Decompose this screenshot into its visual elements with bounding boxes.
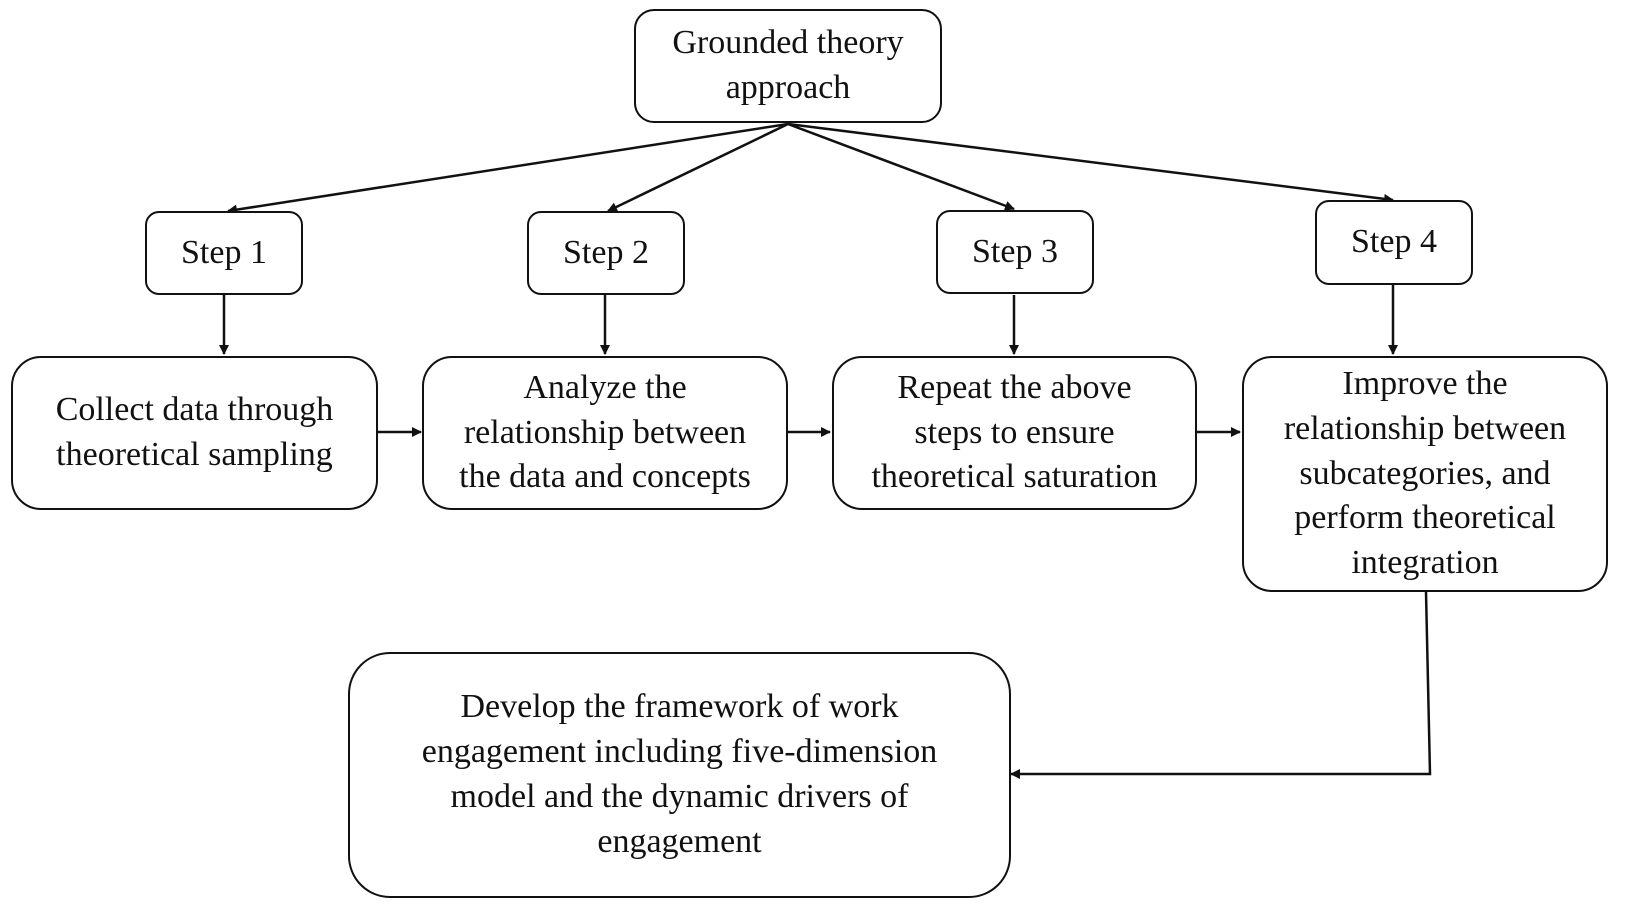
arrow-process4-final (1010, 591, 1432, 779)
process-2-node: Analyze the relationship between the dat… (422, 356, 788, 510)
final-node: Develop the framework of work engagement… (348, 652, 1011, 898)
step-1-node: Step 1 (145, 211, 303, 295)
root-label: Grounded theory approach (672, 24, 904, 106)
process-1-label: Collect data through theoretical samplin… (55, 391, 334, 473)
process-2-label: Analyze the relationship between the dat… (459, 368, 751, 496)
final-label: Develop the framework of work engagement… (421, 688, 938, 860)
arrow-root-step1 (227, 122, 789, 215)
process-3-label: Repeat the above steps to ensure theoret… (871, 368, 1158, 496)
step-2-node: Step 2 (527, 211, 685, 295)
process-3-node: Repeat the above steps to ensure theoret… (832, 356, 1197, 510)
step-3-node: Step 3 (936, 210, 1094, 294)
step-1-label: Step 1 (181, 233, 267, 271)
root-node: Grounded theory approach (634, 9, 942, 123)
step-4-label: Step 4 (1351, 223, 1437, 261)
step-3-label: Step 3 (972, 232, 1058, 270)
process-4-node: Improve the relationship between subcate… (1242, 356, 1608, 592)
arrow-root-step4 (787, 122, 1394, 204)
process-4-label: Improve the relationship between subcate… (1283, 364, 1567, 582)
step-2-label: Step 2 (563, 233, 649, 271)
step-4-node: Step 4 (1315, 200, 1473, 285)
arrow-root-step2 (607, 122, 789, 213)
process-1-node: Collect data through theoretical samplin… (11, 356, 378, 510)
arrow-root-step3 (787, 122, 1015, 211)
